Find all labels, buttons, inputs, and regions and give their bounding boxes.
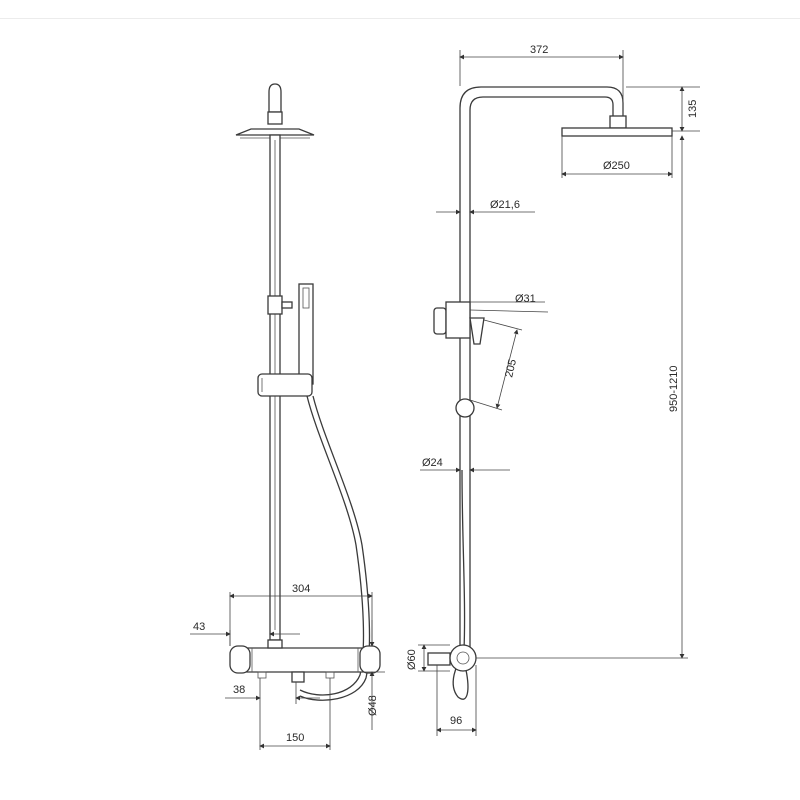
front-holder-bracket <box>257 373 313 397</box>
side-holder <box>445 301 471 339</box>
dim-outlet-diameter: Ø48 <box>367 695 379 716</box>
dim-mixer-diameter: Ø60 <box>406 649 418 670</box>
dim-offset-38: 38 <box>233 684 245 696</box>
dim-head-diameter: Ø250 <box>603 160 630 172</box>
dim-height-range: 950-1210 <box>668 366 680 413</box>
side-view <box>427 86 673 700</box>
front-left-knob <box>229 645 251 674</box>
front-hand-shower <box>298 283 314 385</box>
dim-pipe-upper-diameter: Ø21,6 <box>490 199 520 211</box>
side-wall-bracket <box>427 652 451 666</box>
side-holder-knob <box>433 307 447 335</box>
dim-offset-43: 43 <box>193 621 205 633</box>
head-joint <box>267 111 283 125</box>
dim-wall-depth: 96 <box>450 715 462 727</box>
front-thermostatic-mixer <box>234 647 375 673</box>
side-ball-joint <box>455 398 475 418</box>
dim-handshower-diameter: Ø31 <box>515 293 536 305</box>
front-outlet <box>291 671 305 683</box>
front-view <box>229 83 381 701</box>
side-mixer-body <box>449 644 477 672</box>
dim-pipe-lower-diameter: Ø24 <box>422 457 443 469</box>
dim-head-height: 135 <box>687 100 699 118</box>
upper-collar <box>267 295 283 315</box>
side-hand-shower <box>469 317 485 345</box>
front-shower-head <box>235 128 315 136</box>
pipe-top-cap <box>268 83 282 113</box>
side-head-joint <box>609 115 627 129</box>
side-arm-outer <box>459 86 624 655</box>
side-arm-inner <box>469 96 614 655</box>
front-right-knob <box>359 645 381 674</box>
dim-mixer-width: 304 <box>292 583 310 595</box>
dim-arm-reach: 372 <box>530 44 548 56</box>
top-bar <box>0 0 800 19</box>
side-shower-head <box>561 127 673 137</box>
dim-inlet-spacing: 150 <box>286 732 304 744</box>
dim-handshower-length: 205 <box>503 358 519 379</box>
